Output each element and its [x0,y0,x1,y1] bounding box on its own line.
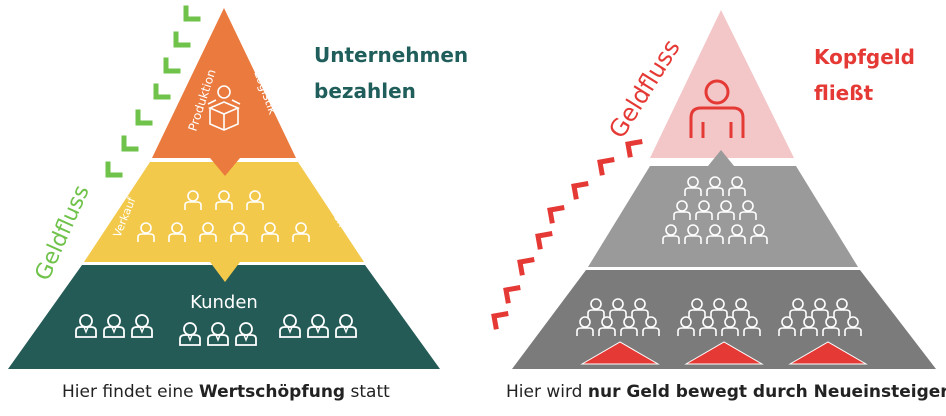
person-icon [689,79,745,138]
left-heading-line1: Unternehmen [314,43,468,67]
red-triangle-3 [788,341,868,365]
left-heading-line2: bezahlen [314,79,416,103]
right-caption: Hier wird nur Geld bewegt durch Neueinst… [506,382,946,402]
left-bottom-label: Kunden [190,292,258,313]
right-pyramid [512,10,936,369]
worker-with-box-icon [207,85,241,131]
right-tier-top [650,10,794,158]
right-heading-line1: Kopfgeld [814,45,915,69]
left-tier-bottom [8,265,440,369]
left-tier-top [152,8,296,158]
right-heading-line2: fließt [814,81,874,105]
red-triangle-1 [580,341,660,365]
red-triangle-2 [684,341,764,365]
left-caption: Hier findet eine Wertschöpfung statt [62,382,390,402]
right-tier-middle [588,166,858,267]
